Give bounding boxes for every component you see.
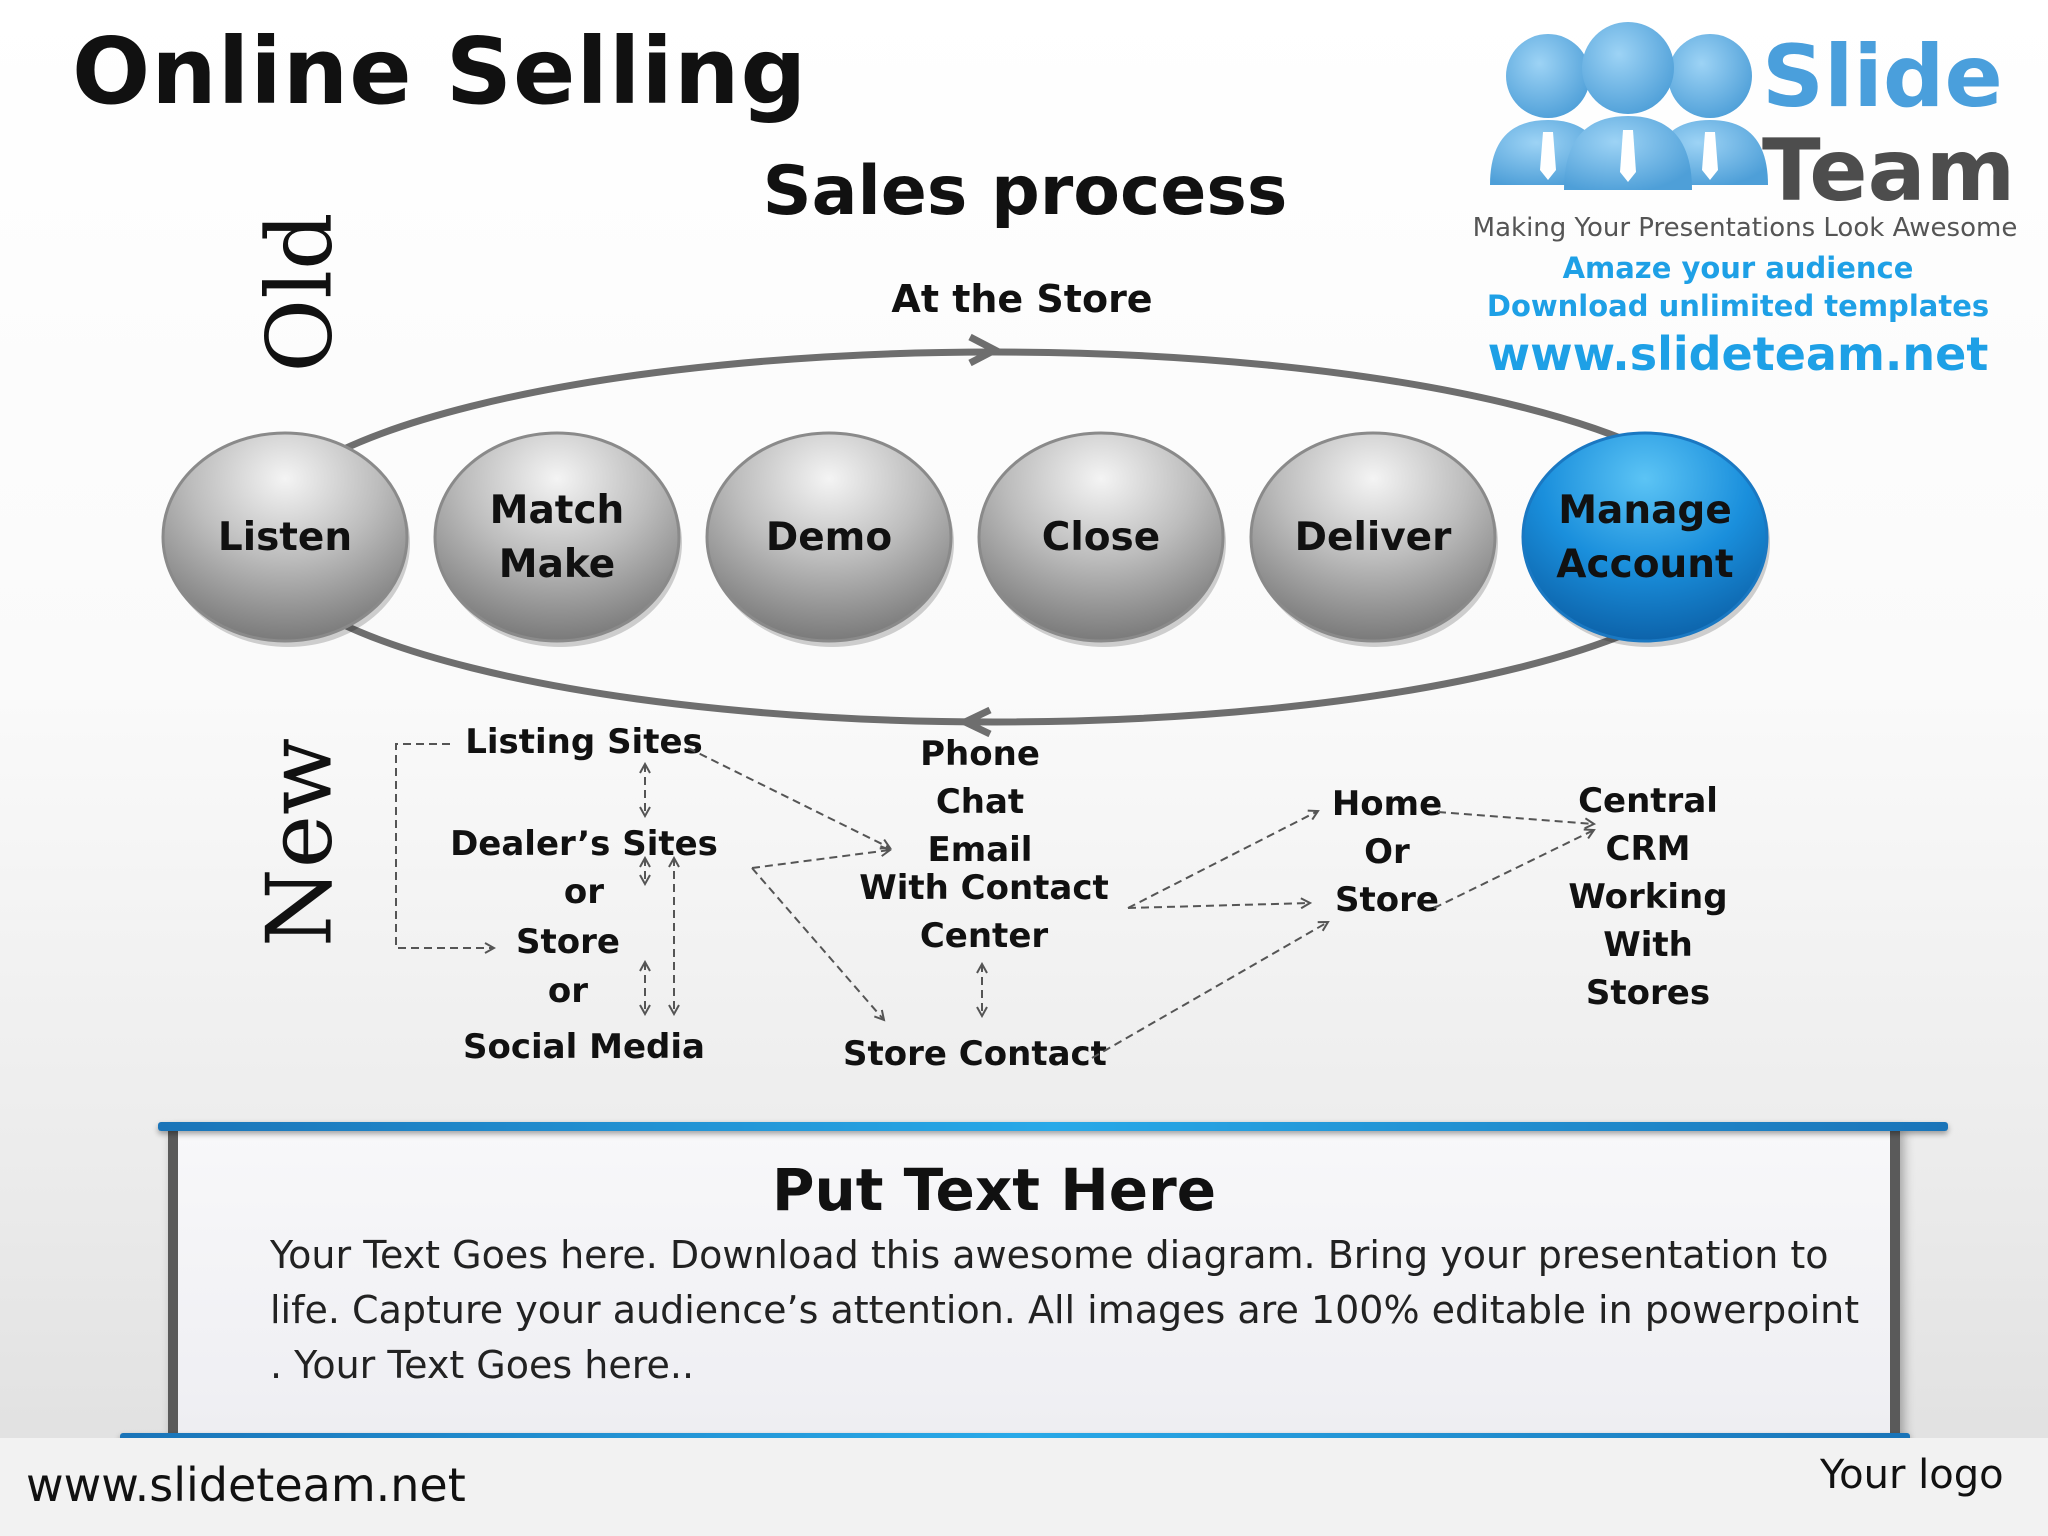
channel-column: Listing Sites Dealer’s Sites or Store or… bbox=[450, 722, 718, 1067]
connectors bbox=[395, 743, 1594, 1059]
connector bbox=[687, 747, 890, 848]
panel-top-bar bbox=[158, 1122, 1948, 1131]
connector bbox=[1127, 903, 1310, 908]
panel-heading: Put Text Here bbox=[771, 1156, 1217, 1224]
social-media-label: Social Media bbox=[463, 1027, 705, 1067]
crm-line: Central bbox=[1578, 781, 1718, 821]
store-contact-label: Store Contact bbox=[843, 1034, 1107, 1074]
stage-circle: Deliver bbox=[1249, 431, 1498, 647]
crm-line: Working bbox=[1568, 877, 1727, 917]
panel-body: Your Text Goes here. Download this aweso… bbox=[270, 1233, 1860, 1387]
store-label: Store bbox=[1335, 880, 1439, 920]
logo-team-text: Team bbox=[1762, 121, 2015, 221]
stage-label: Match bbox=[490, 488, 625, 533]
home-label: Home bbox=[1332, 784, 1442, 824]
crm-line: With bbox=[1603, 925, 1693, 965]
stage-label: Manage bbox=[1558, 488, 1732, 533]
stage-label: Make bbox=[499, 542, 615, 587]
or-label: or bbox=[548, 971, 588, 1011]
chat-label: Chat bbox=[936, 782, 1024, 822]
crm-line: Stores bbox=[1586, 973, 1710, 1013]
footer-url: www.slideteam.net bbox=[26, 1458, 466, 1512]
logo-amaze: Amaze your audience bbox=[1563, 251, 1914, 285]
logo-tagline: Making Your Presentations Look Awesome bbox=[1473, 213, 2018, 243]
connector bbox=[751, 850, 890, 869]
dealer-sites-label: Dealer’s Sites bbox=[450, 824, 718, 864]
stage-label: Demo bbox=[766, 515, 892, 560]
logo-url: www.slideteam.net bbox=[1488, 327, 1989, 380]
connector bbox=[1091, 922, 1328, 1059]
connector bbox=[1433, 830, 1594, 909]
stage-label: Close bbox=[1042, 515, 1160, 560]
connector bbox=[1437, 811, 1594, 824]
or-label: Or bbox=[1364, 832, 1410, 872]
logo-slide-text: Slide bbox=[1762, 27, 2003, 127]
phone-label: Phone bbox=[920, 734, 1040, 774]
connector bbox=[1127, 811, 1318, 909]
new-process: Listing Sites Dealer’s Sites or Store or… bbox=[395, 722, 1728, 1074]
stage-label: Deliver bbox=[1295, 515, 1452, 560]
connector bbox=[751, 867, 884, 1020]
loop-label: At the Store bbox=[891, 277, 1152, 321]
stage-circle: Demo bbox=[705, 431, 954, 647]
connector bbox=[395, 743, 494, 948]
or-label: or bbox=[564, 872, 604, 912]
diagram-subtitle: Sales process bbox=[762, 152, 1288, 231]
page-title: Online Selling bbox=[72, 18, 808, 125]
panel-bottom-bar bbox=[120, 1433, 1910, 1442]
loop-arrow-left-icon bbox=[956, 706, 992, 738]
loop-arrow-right-icon bbox=[968, 333, 1003, 367]
stage-label: Listen bbox=[218, 515, 352, 560]
contact-column: Phone Chat Email With Contact Center Sto… bbox=[843, 734, 1109, 1074]
stage-circle: Close bbox=[977, 431, 1226, 647]
people-icon bbox=[1490, 22, 1768, 190]
stage-circle: Listen bbox=[161, 431, 410, 647]
crm-line: CRM bbox=[1606, 829, 1691, 869]
with-contact-label: With Contact bbox=[859, 868, 1109, 908]
slideteam-logo: Slide Team Making Your Presentations Loo… bbox=[1473, 22, 2018, 380]
footer-logo-text: Your logo bbox=[1820, 1452, 2004, 1498]
center-label: Center bbox=[920, 916, 1049, 956]
footer bbox=[0, 1438, 2048, 1536]
crm-column: Central CRM Working With Stores bbox=[1568, 781, 1727, 1013]
stage-label: Account bbox=[1556, 542, 1733, 587]
store-label: Store bbox=[516, 922, 620, 962]
logo-download: Download unlimited templates bbox=[1487, 289, 1989, 323]
delivery-column: Home Or Store bbox=[1332, 784, 1442, 920]
email-label: Email bbox=[928, 830, 1033, 870]
listing-sites-label: Listing Sites bbox=[465, 722, 703, 762]
text-panel bbox=[168, 1124, 1900, 1436]
